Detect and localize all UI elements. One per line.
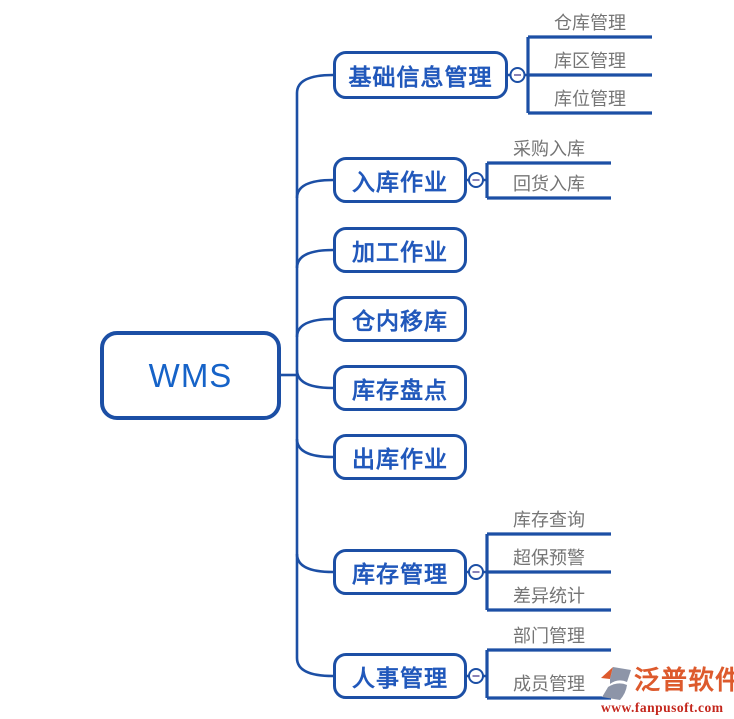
branch-curve-outbound xyxy=(295,438,334,459)
collapse-button-personnel[interactable] xyxy=(468,668,484,684)
child-topic-expiry-warning[interactable]: 超保预警 xyxy=(513,548,585,568)
watermark: 泛普软件 www.fanpusoft.com xyxy=(598,665,734,715)
branch-curve-basic-info xyxy=(295,73,334,94)
fanpu-logo-icon xyxy=(600,667,631,700)
child-topic-stock-query[interactable]: 库存查询 xyxy=(513,510,585,530)
child-topic-diff-stats[interactable]: 差异统计 xyxy=(513,586,585,606)
branch-curve-stocktake xyxy=(295,369,334,390)
branch-curve-processing xyxy=(295,248,334,269)
collapse-button-basic-info[interactable] xyxy=(509,67,526,83)
branch-node-personnel[interactable]: 人事管理 xyxy=(333,653,467,699)
branch-label: 仓内移库 xyxy=(352,308,448,334)
branch-label: 加工作业 xyxy=(352,239,448,265)
branch-node-transfer[interactable]: 仓内移库 xyxy=(333,296,467,342)
child-topic-warehouse-mgmt[interactable]: 仓库管理 xyxy=(554,13,626,33)
child-topic-purchase-inbound[interactable]: 采购入库 xyxy=(513,139,585,159)
root-label: WMS xyxy=(148,356,233,394)
collapse-button-inventory[interactable] xyxy=(468,564,484,580)
branch-label: 人事管理 xyxy=(352,665,448,691)
branch-node-basic-info[interactable]: 基础信息管理 xyxy=(333,51,508,99)
branch-node-outbound[interactable]: 出库作业 xyxy=(333,434,467,480)
watermark-brand: 泛普软件 xyxy=(634,665,734,695)
branch-label: 入库作业 xyxy=(352,169,448,195)
root-node-wms[interactable]: WMS xyxy=(100,331,281,420)
watermark-url: www.fanpusoft.com xyxy=(601,700,724,715)
child-topic-member-mgmt[interactable]: 成员管理 xyxy=(513,674,585,694)
branch-node-processing[interactable]: 加工作业 xyxy=(333,227,467,273)
branch-node-inventory[interactable]: 库存管理 xyxy=(333,549,467,595)
branch-label: 基础信息管理 xyxy=(348,64,493,90)
branch-label: 出库作业 xyxy=(352,446,448,472)
collapse-button-inbound[interactable] xyxy=(468,172,484,188)
branch-node-stocktake[interactable]: 库存盘点 xyxy=(333,365,467,411)
branch-curve-personnel xyxy=(295,657,334,678)
branch-node-inbound[interactable]: 入库作业 xyxy=(333,157,467,203)
branch-label: 库存管理 xyxy=(352,561,448,587)
child-topic-return-inbound[interactable]: 回货入库 xyxy=(513,174,585,194)
child-topic-department-mgmt[interactable]: 部门管理 xyxy=(513,626,585,646)
branch-curve-transfer xyxy=(295,317,334,338)
branch-curve-inventory xyxy=(295,553,334,574)
branch-curve-inbound xyxy=(295,178,334,199)
branch-label: 库存盘点 xyxy=(352,377,448,403)
child-topic-location-mgmt[interactable]: 库位管理 xyxy=(554,89,626,109)
child-topic-area-mgmt[interactable]: 库区管理 xyxy=(554,51,626,71)
